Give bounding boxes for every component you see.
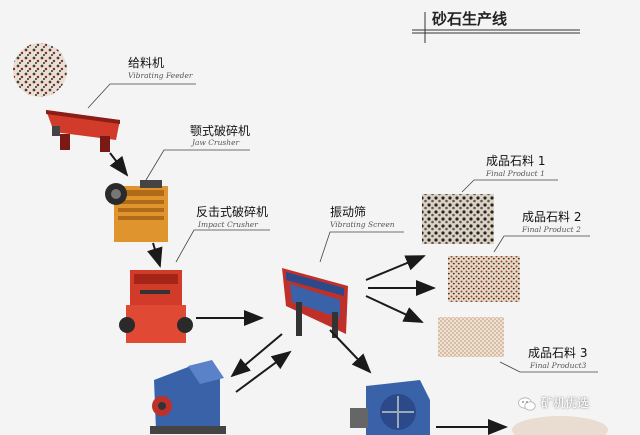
- wechat-logo-icon: [518, 396, 536, 410]
- product2-label-cn: 成品石料 2: [522, 210, 582, 224]
- final-product-2-pile: [448, 256, 520, 302]
- sand-pile: [512, 416, 608, 435]
- impact-crusher-label-cn: 反击式破碎机: [196, 205, 269, 219]
- title-rule: [412, 12, 580, 43]
- jaw-crusher-label-en: Jaw Crusher: [192, 138, 240, 147]
- sand-washer-machine: [350, 380, 430, 435]
- product2-label-en: Final Product 2: [522, 225, 581, 234]
- impact-crusher-label-en: Impact Crusher: [198, 220, 258, 229]
- label-leaders: [87, 83, 598, 373]
- impact-crusher-machine: [119, 270, 193, 343]
- product3-label-en: Final Product3: [530, 361, 587, 370]
- arrow-screen-to-crusher: [230, 333, 283, 378]
- vibrating-feeder-machine: [46, 110, 120, 152]
- final-product-3-pile: [438, 317, 504, 357]
- raw-stone-pile-icon: [13, 43, 67, 97]
- arrow-screen-to-product1: [365, 255, 426, 281]
- watermark: 矿机优选: [518, 394, 589, 411]
- feeder-label-en: Vibrating Feeder: [128, 71, 193, 80]
- product3-label-cn: 成品石料 3: [528, 346, 588, 360]
- jaw-crusher-machine: [105, 180, 168, 242]
- arrow-screen-to-product3: [365, 295, 424, 323]
- secondary-crusher-machine: [150, 360, 226, 434]
- product1-label-cn: 成品石料 1: [486, 154, 546, 168]
- screen-label-en: Vibrating Screen: [330, 220, 395, 229]
- feeder-label-cn: 给料机: [128, 56, 165, 70]
- arrow-jaw-to-impact: [147, 242, 163, 268]
- jaw-crusher-label-cn: 颚式破碎机: [190, 124, 251, 138]
- product1-label-en: Final Product 1: [486, 169, 545, 178]
- arrow-screen-to-washer: [329, 329, 372, 374]
- flow-arrows: [109, 152, 508, 435]
- watermark-text: 矿机优选: [541, 396, 590, 410]
- screen-label-cn: 振动筛: [330, 205, 367, 219]
- arrow-feeder-to-jaw: [109, 152, 129, 177]
- arrow-crusher-to-screen: [235, 350, 292, 393]
- diagram-title: 砂石生产线: [432, 10, 508, 28]
- vibrating-screen-machine: [282, 268, 348, 338]
- final-product-1-pile: [422, 194, 494, 244]
